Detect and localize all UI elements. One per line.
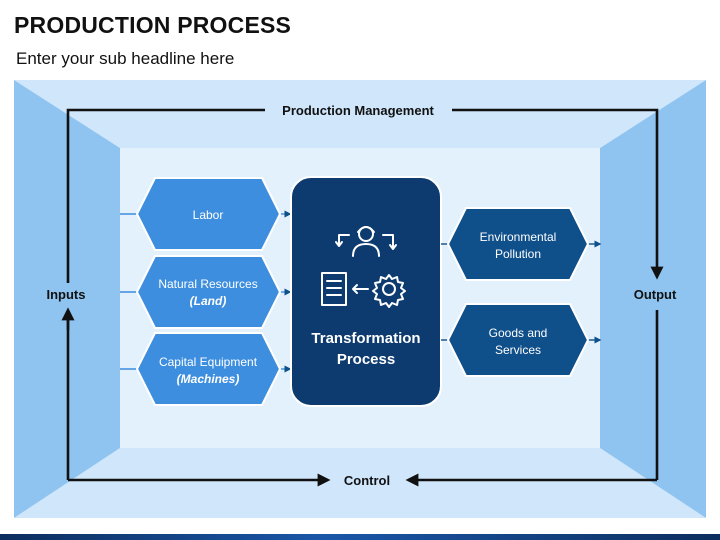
output-environmental-pollution-label-line2: Pollution: [495, 247, 541, 261]
frame-bottom-panel: [14, 448, 706, 518]
transformation-process-label-line2: Process: [337, 351, 395, 368]
output-goods-and-services-label-line1: Goods and: [489, 326, 548, 340]
input-capital-equipment-label: Capital Equipment: [159, 355, 258, 369]
input-natural-resources-sublabel: (Land): [190, 294, 227, 308]
production-management-loop: [66, 108, 657, 283]
output-environmental-pollution: Environmental Pollution: [446, 207, 590, 281]
output-goods-and-services: Goods and Services: [446, 303, 590, 377]
page-title: PRODUCTION PROCESS: [14, 12, 292, 38]
output-label: Output: [634, 287, 677, 302]
frame-left-panel: [14, 80, 120, 518]
output-environmental-pollution-label-line1: Environmental: [480, 230, 557, 244]
input-natural-resources: Natural Resources (Land): [135, 255, 282, 329]
transformation-process-label-line1: Transformation: [311, 330, 420, 347]
frame-top-panel: [14, 80, 706, 148]
worker-gear-document-icon: [321, 226, 406, 308]
footer-band: [0, 534, 720, 540]
input-capital-equipment: Capital Equipment (Machines): [135, 332, 282, 406]
input-natural-resources-label: Natural Resources: [158, 277, 257, 291]
transformation-process-box: Transformation Process: [290, 176, 442, 407]
page-subtitle: Enter your sub headline here: [16, 49, 235, 68]
control-label: Control: [344, 473, 390, 488]
frame-right-panel: [600, 80, 706, 518]
input-capital-equipment-sublabel: (Machines): [177, 372, 240, 386]
input-labor: Labor: [135, 177, 282, 251]
input-labor-label: Labor: [193, 208, 224, 222]
inputs-label: Inputs: [47, 287, 86, 302]
output-goods-and-services-label-line2: Services: [495, 343, 541, 357]
production-management-label: Production Management: [282, 103, 434, 118]
